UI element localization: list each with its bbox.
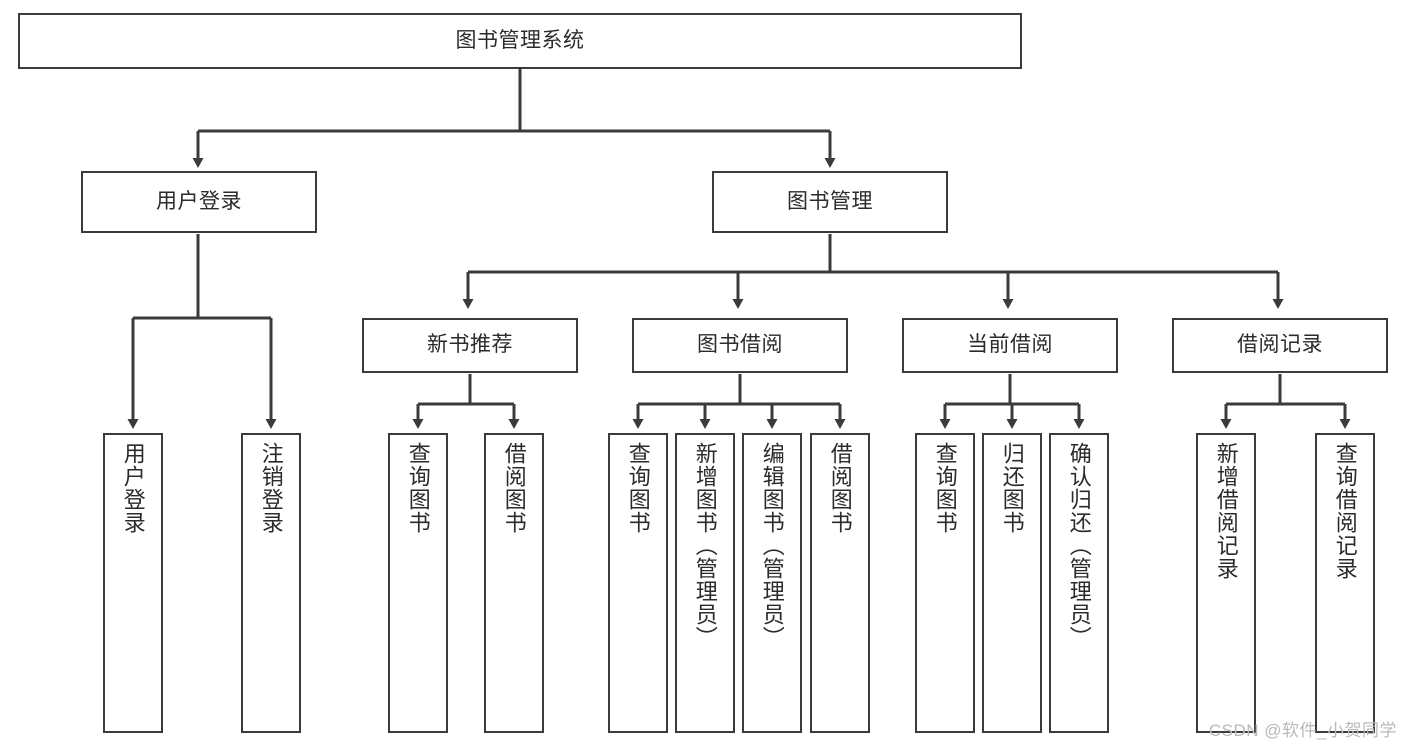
node-label: 查询图书 bbox=[625, 442, 651, 534]
node-new-book-recommend[interactable]: 新书推荐 bbox=[362, 318, 578, 373]
watermark: CSDN @软件_小贺同学 bbox=[1208, 721, 1397, 740]
node-label: 查询借阅记录 bbox=[1332, 442, 1358, 580]
node-label: 新书推荐 bbox=[427, 333, 513, 357]
leaf-current-borrow-confirm-return-admin[interactable]: 确认归还（管理员） bbox=[1049, 433, 1109, 733]
leaf-new-book-borrow-book[interactable]: 借阅图书 bbox=[484, 433, 544, 733]
node-label: 借阅记录 bbox=[1237, 333, 1323, 357]
leaf-book-borrow-query-book[interactable]: 查询图书 bbox=[608, 433, 668, 733]
leaf-user-login-login[interactable]: 用户登录 bbox=[103, 433, 163, 733]
node-label: 图书管理 bbox=[787, 189, 873, 213]
leaf-borrow-record-add-record[interactable]: 新增借阅记录 bbox=[1196, 433, 1256, 733]
node-current-borrow[interactable]: 当前借阅 bbox=[902, 318, 1118, 373]
node-book-management[interactable]: 图书管理 bbox=[712, 171, 948, 233]
node-label: 新增借阅记录 bbox=[1213, 442, 1239, 580]
leaf-current-borrow-return-book[interactable]: 归还图书 bbox=[982, 433, 1042, 733]
leaf-book-borrow-edit-book-admin[interactable]: 编辑图书（管理员） bbox=[742, 433, 802, 733]
leaf-book-borrow-borrow-book[interactable]: 借阅图书 bbox=[810, 433, 870, 733]
node-label: 图书管理系统 bbox=[455, 28, 585, 52]
node-label: 注销登录 bbox=[258, 442, 284, 534]
node-label: 查询图书 bbox=[405, 442, 431, 534]
node-user-login[interactable]: 用户登录 bbox=[81, 171, 317, 233]
node-label: 确认归还（管理员） bbox=[1066, 442, 1092, 649]
leaf-current-borrow-query-book[interactable]: 查询图书 bbox=[915, 433, 975, 733]
node-label: 查询图书 bbox=[932, 442, 958, 534]
node-book-borrow[interactable]: 图书借阅 bbox=[632, 318, 848, 373]
leaf-user-login-logout[interactable]: 注销登录 bbox=[241, 433, 301, 733]
node-borrow-record[interactable]: 借阅记录 bbox=[1172, 318, 1388, 373]
node-label: 当前借阅 bbox=[967, 333, 1053, 357]
leaf-new-book-query-book[interactable]: 查询图书 bbox=[388, 433, 448, 733]
node-label: 借阅图书 bbox=[827, 442, 853, 534]
node-label: 用户登录 bbox=[156, 189, 242, 213]
node-label: 新增图书（管理员） bbox=[692, 442, 718, 649]
node-label: 图书借阅 bbox=[697, 333, 783, 357]
leaf-borrow-record-query-record[interactable]: 查询借阅记录 bbox=[1315, 433, 1375, 733]
node-label: 编辑图书（管理员） bbox=[759, 442, 785, 649]
leaf-book-borrow-add-book-admin[interactable]: 新增图书（管理员） bbox=[675, 433, 735, 733]
node-root-book-management-system[interactable]: 图书管理系统 bbox=[18, 13, 1022, 69]
node-label: 借阅图书 bbox=[501, 442, 527, 534]
node-label: 归还图书 bbox=[999, 442, 1025, 534]
node-label: 用户登录 bbox=[120, 442, 146, 534]
